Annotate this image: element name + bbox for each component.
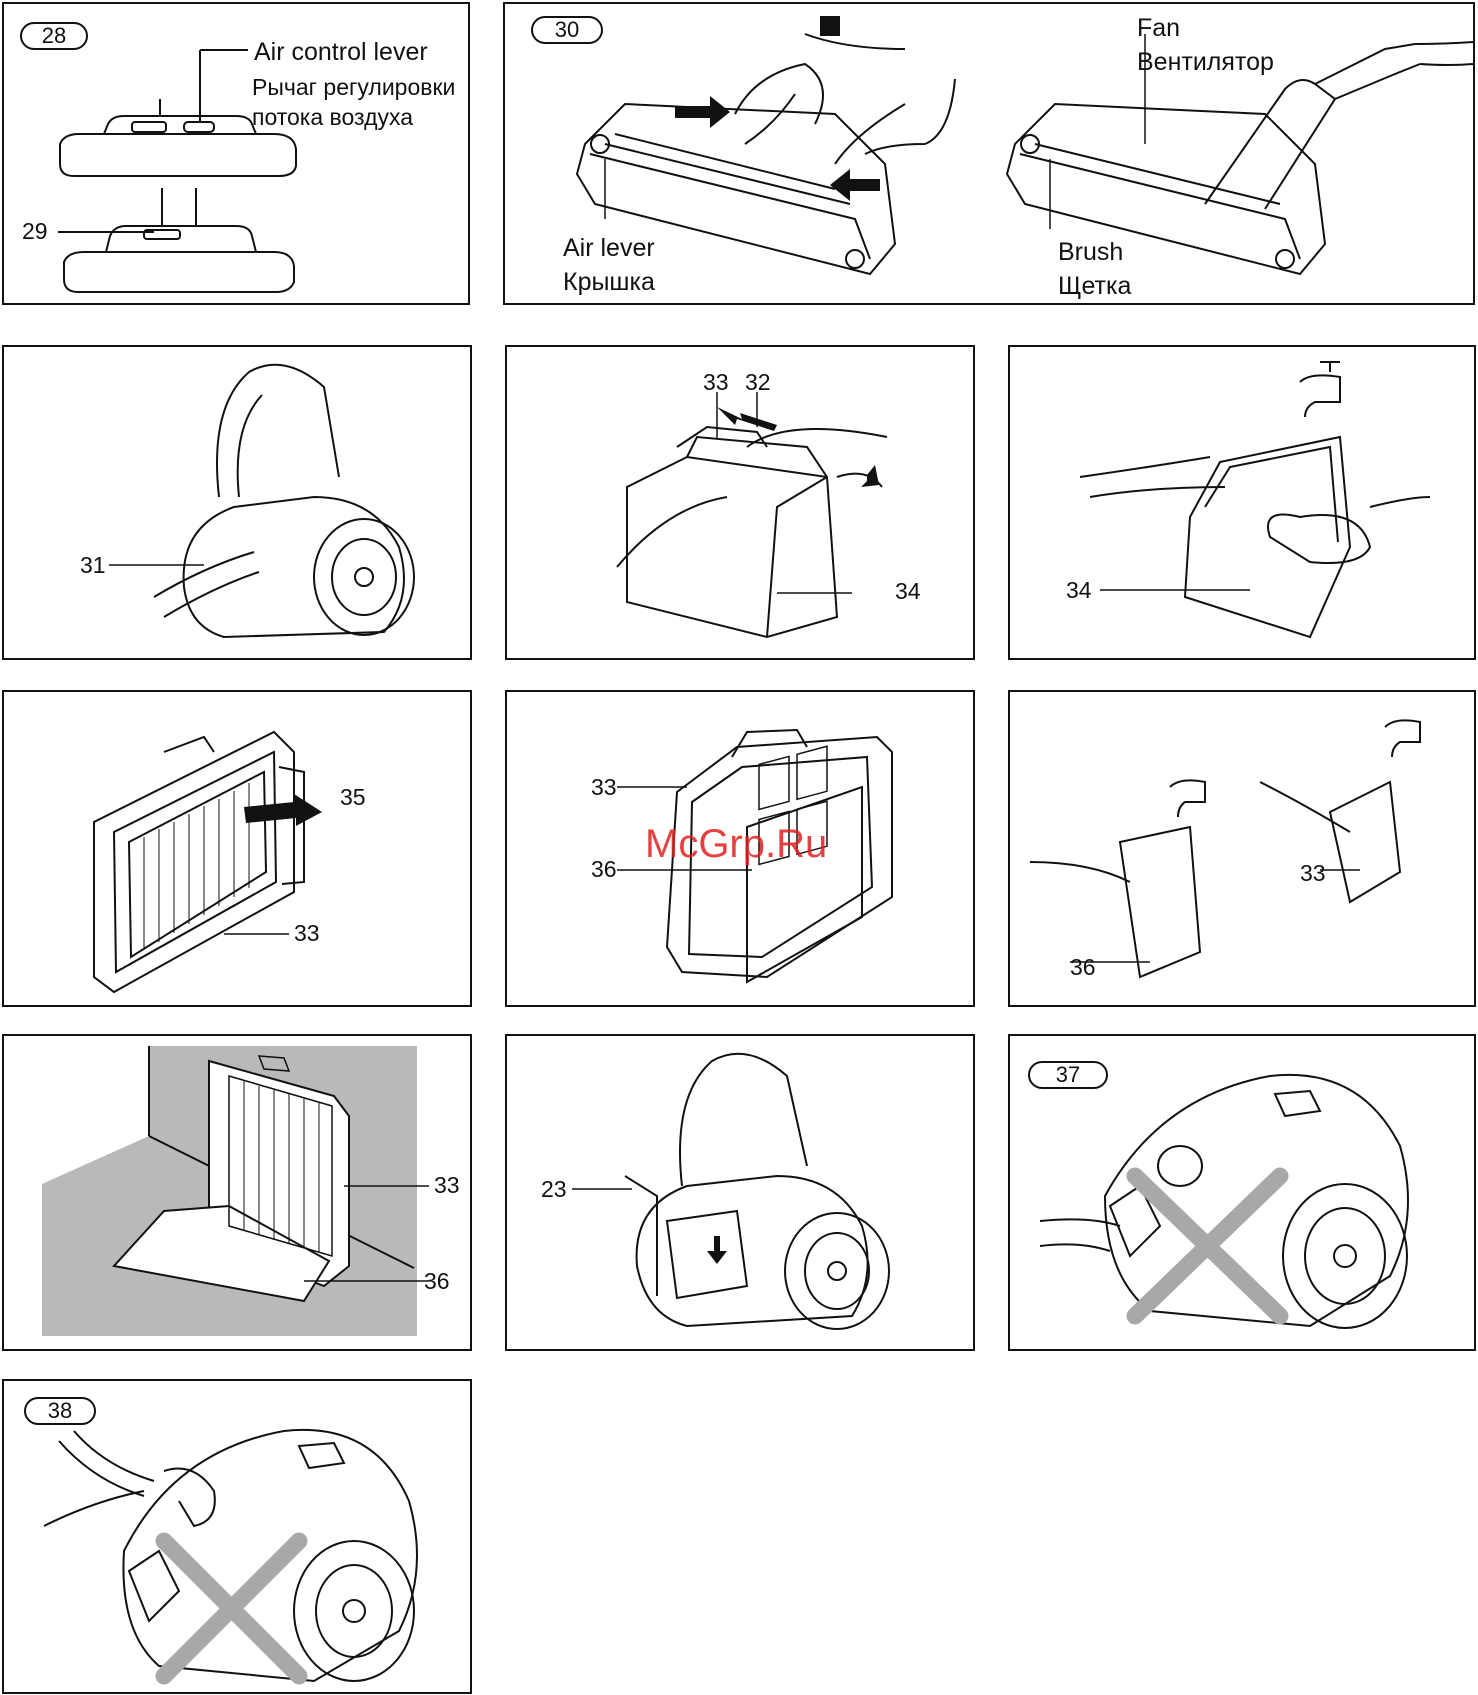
callout-34: 34 [895, 580, 921, 603]
brush-label-ru: Щетка [1058, 270, 1131, 303]
panel-34: 34 [1008, 345, 1476, 660]
panel-wash-filters: 33 36 [1008, 690, 1476, 1007]
panel-38: 38 [2, 1379, 472, 1694]
panel-23: 23 [505, 1034, 975, 1351]
step-badge-37: 37 [1028, 1061, 1108, 1089]
panel-32: 33 32 34 [505, 345, 975, 660]
filter-frame-illustration [4, 692, 470, 1005]
open-cleaner-illustration [4, 347, 470, 658]
callout-32: 32 [745, 371, 771, 394]
callout-34: 34 [1066, 579, 1092, 602]
dust-box-unlock-illustration [507, 347, 973, 658]
callout-36: 36 [591, 858, 617, 881]
step-badge-28: 28 [20, 22, 88, 50]
callout-29: 29 [22, 220, 48, 243]
fan-label-ru: Вентилятор [1137, 46, 1274, 79]
insert-box-illustration [507, 1036, 973, 1349]
panel-31: 31 [2, 345, 472, 660]
watermark: McGrp.Ru [645, 822, 827, 867]
callout-33: 33 [591, 776, 617, 799]
step-badge-30: 30 [531, 16, 603, 44]
callout-31: 31 [80, 554, 106, 577]
air-control-lever-label: Air control lever [254, 36, 428, 69]
air-lever-label-ru: Крышка [563, 266, 655, 299]
air-control-lever-label-ru-2: потока воздуха [252, 101, 413, 134]
panel-28: 28 Air control lever Рычаг регулировки п… [2, 2, 470, 305]
callout-33: 33 [294, 922, 320, 945]
panel-30: 30 Fan Вентилятор Air lever Крышка Brush… [503, 2, 1475, 305]
drying-filters-illustration [4, 1036, 470, 1349]
do-not-lift-by-hose-illustration [4, 1381, 470, 1692]
callout-23: 23 [541, 1178, 567, 1201]
panel-37: 37 [1008, 1034, 1476, 1351]
brush-label: Brush [1058, 236, 1123, 269]
callout-33: 33 [434, 1174, 460, 1197]
callout-36: 36 [424, 1270, 450, 1293]
panel-dry-filters: 33 36 [2, 1034, 472, 1351]
step-badge-38: 38 [24, 1397, 96, 1425]
air-control-lever-label-ru-1: Рычаг регулировки [252, 71, 455, 104]
fan-label: Fan [1137, 12, 1180, 45]
panel-35: 35 33 [2, 690, 472, 1007]
callout-35: 35 [340, 786, 366, 809]
callout-36: 36 [1070, 956, 1096, 979]
callout-33: 33 [1300, 862, 1326, 885]
washing-dust-box-illustration [1010, 347, 1474, 658]
callout-33: 33 [703, 371, 729, 394]
air-lever-label: Air lever [563, 232, 655, 265]
